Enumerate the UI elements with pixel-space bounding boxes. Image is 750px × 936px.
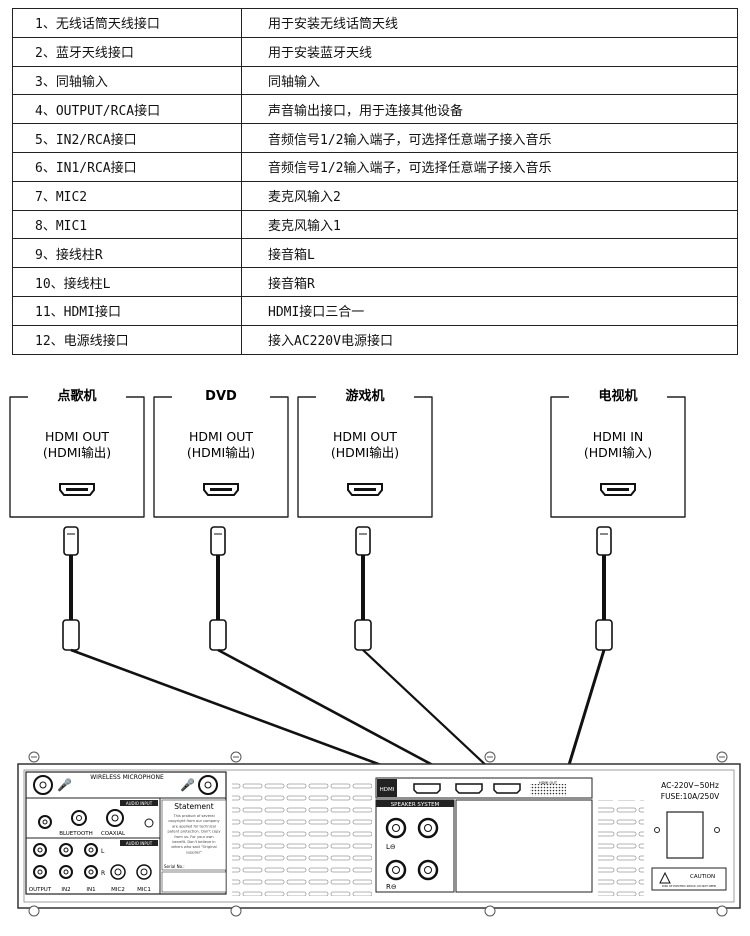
statement-line: This product of several <box>172 814 214 818</box>
statement-line: from us. For your own <box>174 835 213 839</box>
device-karaoke: 点歌机 HDMI OUT(HDMI输出) <box>9 388 145 518</box>
interface-description: 麦克风输入2 <box>241 180 738 211</box>
table-row: 1、无线话筒天线接口用于安装无线话筒天线 <box>12 8 738 38</box>
port-label-cn: (HDMI输出) <box>331 445 399 460</box>
speaker-l-label: L⊖ <box>386 843 396 851</box>
rca-jack-icon <box>33 843 152 880</box>
speaker-system-label: SPEAKER SYSTEM <box>391 802 440 808</box>
device-title: 电视机 <box>598 388 637 404</box>
statement-title: Statement <box>174 802 214 811</box>
warning-icon <box>659 871 671 884</box>
interface-name: 8、MIC1 <box>12 209 242 240</box>
caution-sub: RISK OF ELECTRIC SHOCK, DO NOT OPEN <box>662 884 716 888</box>
device-box <box>297 396 433 518</box>
device-box <box>9 396 145 518</box>
hdmi-tag: HDMI <box>380 787 395 793</box>
table-row: 2、蓝牙天线接口用于安装蓝牙天线 <box>12 36 738 67</box>
svg-text:R: R <box>101 870 105 877</box>
cable-dvd <box>209 526 471 787</box>
audio-input-label: AUDIO INPUT <box>126 801 153 806</box>
svg-text:AUDIO INPUT: AUDIO INPUT <box>126 841 153 846</box>
in1-label: IN1 <box>86 887 95 893</box>
binding-post-icon <box>385 817 439 881</box>
interface-name: 6、IN1/RCA接口 <box>12 151 242 182</box>
cable-tv <box>557 526 613 785</box>
interface-name: 5、IN2/RCA接口 <box>12 123 242 153</box>
interface-name: 9、接线柱R <box>12 238 242 269</box>
hdmi-cables <box>62 526 613 787</box>
device-tv: 电视机 HDMI IN(HDMI输入) <box>550 388 686 518</box>
interface-name: 4、OUTPUT/RCA接口 <box>12 94 242 125</box>
interface-description: 音频信号1/2输入端子，可选择任意端子接入音乐 <box>241 151 738 182</box>
statement-line: patent protection. Don't copy <box>168 830 222 834</box>
cable-game <box>354 526 508 786</box>
hdmi-port-icon <box>413 783 521 794</box>
svg-text:L: L <box>101 848 105 855</box>
port-label: HDMI OUT <box>189 429 253 444</box>
device-box <box>550 396 686 518</box>
port-label-cn: (HDMI输入) <box>584 445 652 460</box>
device-game-console: 游戏机 HDMI OUT(HDMI输出) <box>297 388 433 518</box>
port-label: HDMI OUT <box>45 429 109 444</box>
bluetooth-label: BLUETOOTH <box>59 831 93 837</box>
interface-name: 11、HDMI接口 <box>12 295 242 326</box>
interface-description: 接入AC220V电源接口 <box>241 324 738 355</box>
coaxial-label: COAXIAL <box>101 831 126 837</box>
port-label: HDMI IN <box>593 429 644 444</box>
statement-line: others who said "Original <box>171 845 216 849</box>
mic1-label: MIC1 <box>137 887 151 893</box>
interface-description: 声音输出接口，用于连接其他设备 <box>241 94 738 125</box>
device-title: 点歌机 <box>57 388 96 404</box>
port-label-cn: (HDMI输出) <box>187 445 255 460</box>
interface-name: 3、同轴输入 <box>12 65 242 96</box>
statement-line: copyright from our company <box>168 819 220 823</box>
device-box <box>153 396 289 518</box>
interface-description: 接音箱R <box>241 267 738 297</box>
serial-label: Serial No.: <box>164 864 185 869</box>
table-row: 5、IN2/RCA接口音频信号1/2输入端子，可选择任意端子接入音乐 <box>12 123 738 153</box>
table-row: 3、同轴输入同轴输入 <box>12 65 738 96</box>
in2-label: IN2 <box>61 887 70 893</box>
antenna-connector-icon <box>33 775 218 795</box>
caution-label: CAUTION <box>690 874 715 880</box>
interface-name: 1、无线话筒天线接口 <box>12 8 242 38</box>
svg-text:🎤: 🎤 <box>57 777 72 792</box>
statement-line: are applied for technical <box>172 824 216 828</box>
table-row: 6、IN1/RCA接口音频信号1/2输入端子，可选择任意端子接入音乐 <box>12 151 738 182</box>
wireless-mic-label: WIRELESS MICROPHONE <box>90 774 164 781</box>
device-title: DVD <box>205 389 237 404</box>
power-rating: AC-220V~50Hz <box>661 781 719 790</box>
table-row: 4、OUTPUT/RCA接口声音输出接口，用于连接其他设备 <box>12 94 738 125</box>
device-dvd: DVD HDMI OUT(HDMI输出) <box>153 389 289 518</box>
device-title: 游戏机 <box>345 388 384 404</box>
cable-karaoke <box>62 526 436 787</box>
port-label-cn: (HDMI输出) <box>43 445 111 460</box>
fuse-rating: FUSE:10A/250V <box>661 792 720 801</box>
table-row: 12、电源线接口接入AC220V电源接口 <box>12 324 738 355</box>
output-label: OUTPUT <box>29 887 52 893</box>
rca-jack-icon <box>38 809 154 829</box>
hdmi-out-label: HDMI OUT <box>539 781 558 785</box>
statement-line: benefit. Don't believe in <box>172 840 215 844</box>
speaker-r-label: R⊖ <box>386 883 397 891</box>
svg-text:🎤: 🎤 <box>180 777 195 792</box>
interface-description: 用于安装蓝牙天线 <box>241 36 738 67</box>
interface-description: 音频信号1/2输入端子，可选择任意端子接入音乐 <box>241 123 738 153</box>
interface-name: 7、MIC2 <box>12 180 242 211</box>
statement-line: supplier" <box>186 850 202 854</box>
rear-panel: WIRELESS MICROPHONE 🎤 🎤 AUDIO INPUT BLUE… <box>17 751 741 917</box>
screw-icon <box>28 751 728 917</box>
port-label: HDMI OUT <box>333 429 397 444</box>
interface-description: 用于安装无线话筒天线 <box>241 8 738 38</box>
mic2-label: MIC2 <box>111 887 125 893</box>
